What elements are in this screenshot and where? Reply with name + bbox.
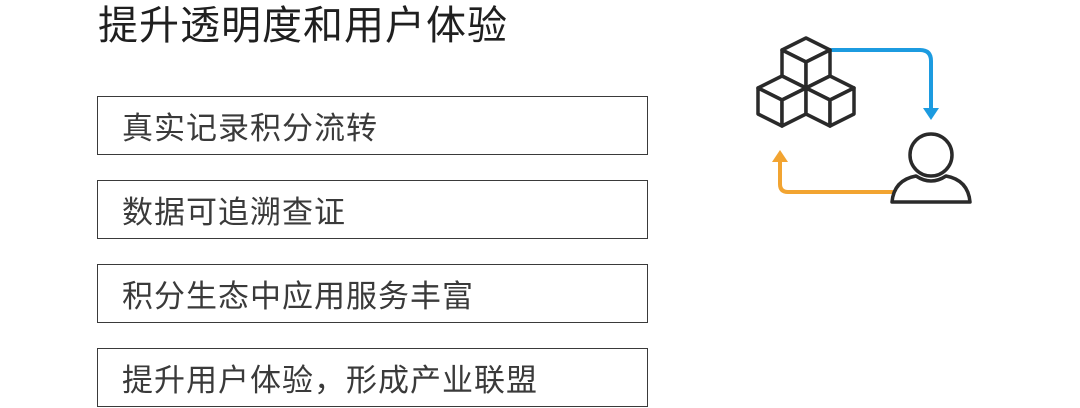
arrow-down-icon: [830, 48, 939, 120]
page-title: 提升透明度和用户体验: [98, 3, 508, 49]
feature-list: 真实记录积分流转 数据可追溯查证 积分生态中应用服务丰富 提升用户体验，形成产业…: [97, 96, 648, 407]
arrow-up-icon: [772, 150, 896, 194]
blockchain-cubes-icon: [756, 36, 856, 128]
feature-item-alliance: 提升用户体验，形成产业联盟: [97, 348, 648, 407]
feature-item-label: 提升用户体验，形成产业联盟: [122, 363, 538, 399]
feature-item-ecosystem: 积分生态中应用服务丰富: [97, 264, 648, 323]
blockchain-user-illustration: [756, 36, 972, 204]
feature-item-label: 真实记录积分流转: [122, 111, 378, 147]
feature-item-traceable: 数据可追溯查证: [97, 180, 648, 239]
user-icon: [890, 132, 972, 204]
feature-item-label: 数据可追溯查证: [122, 195, 346, 231]
feature-item-record: 真实记录积分流转: [97, 96, 648, 155]
feature-item-label: 积分生态中应用服务丰富: [122, 279, 474, 315]
